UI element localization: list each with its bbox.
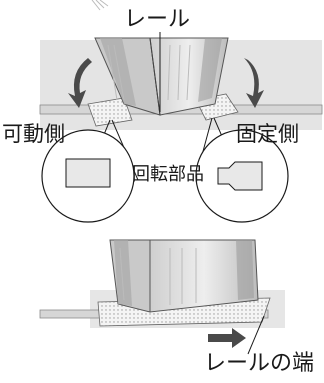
arrow-right-down-icon <box>244 58 264 108</box>
label-rail: レール <box>124 7 191 32</box>
rail-end-pointer-line <box>247 315 265 355</box>
cabinet-top <box>94 37 229 116</box>
detail-circle-right <box>195 129 289 223</box>
label-rail-end: レールの端 <box>204 351 315 376</box>
arrow-right-icon <box>208 328 246 348</box>
detail-circle-left <box>41 129 135 223</box>
rotating-part-rect-icon <box>65 158 111 188</box>
rotating-part-notched-icon <box>217 161 263 191</box>
cabinet-bottom <box>109 239 259 313</box>
cabinet-top-edge <box>91 0 109 11</box>
label-rotating-part: 回転部品 <box>132 164 204 185</box>
base-plate-left <box>87 97 133 127</box>
label-movable-side: 可動側 <box>2 122 65 146</box>
bottom-scene <box>39 239 285 355</box>
arrow-left-down-icon <box>68 58 92 108</box>
top-scene <box>39 0 323 213</box>
label-fixed-side: 固定側 <box>236 122 299 146</box>
